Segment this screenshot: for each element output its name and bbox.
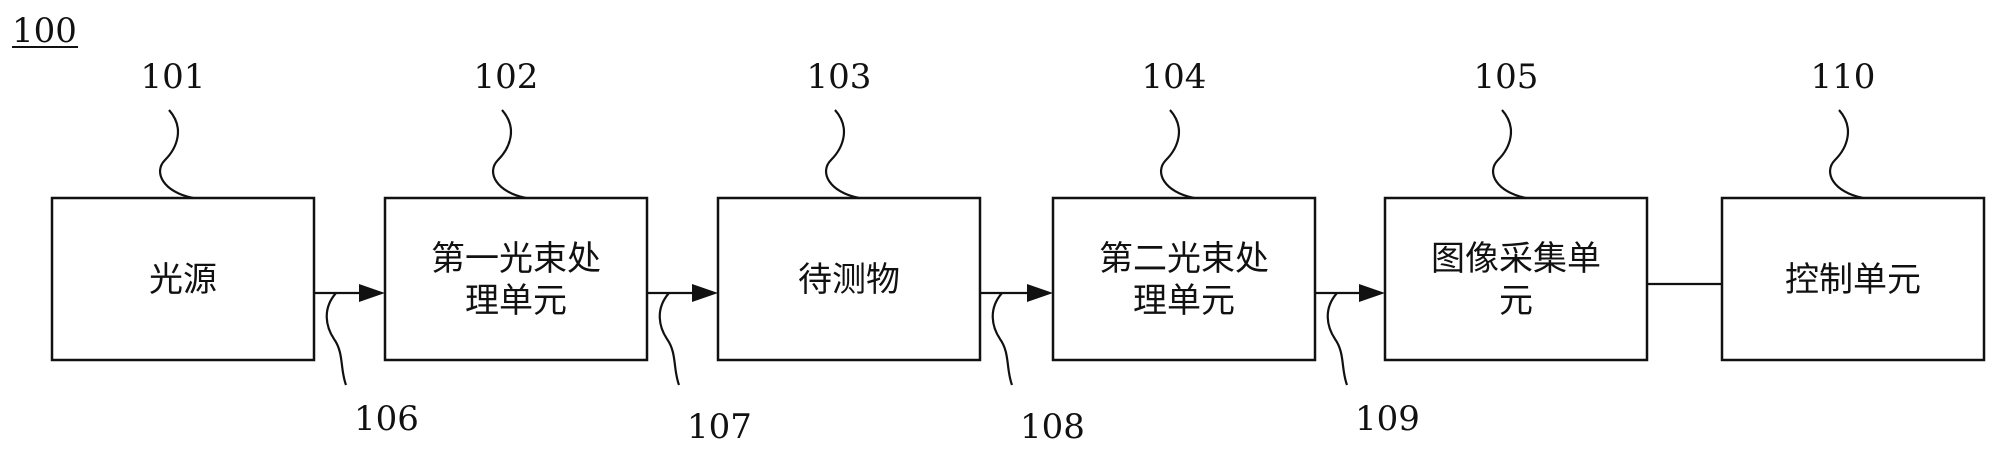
block-105-label-line: 元 — [1499, 281, 1533, 321]
block-reference-lead — [1492, 109, 1527, 200]
block-110: 控制单元 — [1720, 196, 1986, 362]
block-103-label-line: 待测物 — [798, 260, 900, 300]
block-reference-number: 102 — [474, 57, 539, 97]
arrowhead — [1027, 284, 1053, 302]
path-reference-lead — [991, 292, 1014, 386]
block-reference-lead — [1160, 109, 1195, 200]
block-104-label-line: 理单元 — [1133, 281, 1235, 321]
reference-lead-group: 101 102 103 104 105 110 — [141, 57, 1876, 200]
path-reference-lead — [1326, 292, 1349, 386]
block-102-outline — [383, 196, 649, 362]
path-reference-number: 106 — [354, 399, 419, 439]
block-reference-lead — [1829, 109, 1864, 200]
block-101-label-line: 光源 — [149, 260, 217, 300]
block-reference-number: 101 — [141, 57, 206, 97]
block-110-label-line: 控制单元 — [1785, 260, 1921, 300]
block-102-label-line: 第一光束处 — [431, 239, 601, 279]
arrowhead — [1359, 284, 1385, 302]
connection-107: 107 — [647, 284, 752, 447]
block-101: 光源 — [50, 196, 316, 362]
block-reference-number: 105 — [1474, 57, 1539, 97]
path-reference-lead — [325, 292, 348, 386]
block-reference-number: 110 — [1811, 57, 1876, 97]
block-103: 待测物 — [716, 196, 982, 362]
block-reference-lead — [159, 109, 194, 200]
path-reference-number: 109 — [1355, 399, 1420, 439]
connection-109: 109 — [1315, 284, 1420, 439]
path-reference-number: 108 — [1020, 407, 1085, 447]
block-105-label-line: 图像采集单 — [1431, 239, 1601, 279]
block-101-outline — [50, 196, 316, 362]
block-103-outline — [716, 196, 982, 362]
path-reference-lead — [658, 292, 681, 386]
figure-reference-number: 100 — [12, 11, 77, 51]
block-reference-number: 103 — [807, 57, 872, 97]
arrowhead — [359, 284, 385, 302]
block-reference-lead — [492, 109, 527, 200]
connection-108: 108 — [980, 284, 1085, 447]
block-104-label-line: 第二光束处 — [1099, 239, 1269, 279]
block-reference-number: 104 — [1142, 57, 1207, 97]
block-110-outline — [1720, 196, 1986, 362]
block-102-label-line: 理单元 — [465, 281, 567, 321]
connection-group: 106 107 108 109 — [314, 282, 1722, 447]
block-104-outline — [1051, 196, 1317, 362]
arrowhead — [692, 284, 718, 302]
path-reference-number: 107 — [687, 407, 752, 447]
connection-106: 106 — [314, 284, 419, 439]
block-reference-lead — [825, 109, 860, 200]
block-105-outline — [1383, 196, 1649, 362]
